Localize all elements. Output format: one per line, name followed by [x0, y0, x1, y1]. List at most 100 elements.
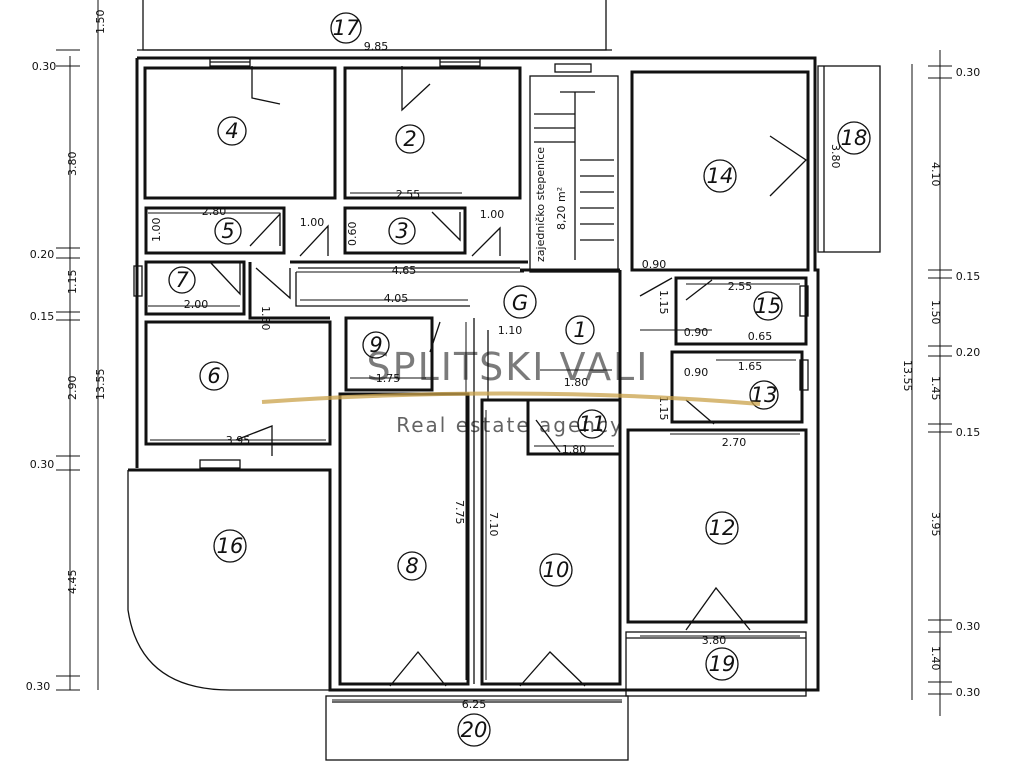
- room-20-label: 20: [461, 718, 488, 742]
- windows: [133, 57, 809, 469]
- dim-13-width: 1.65: [738, 360, 763, 373]
- dim-15-a: 0.90: [684, 326, 709, 339]
- dim-1-top: 1.10: [498, 324, 523, 337]
- dim-17-width: 9.85: [364, 40, 389, 53]
- room-5: 5: [214, 217, 242, 245]
- dim-15-width: 2.55: [728, 280, 753, 293]
- room-14-label: 14: [707, 164, 734, 188]
- dim-9-width: 1.75: [376, 372, 401, 385]
- left-dim-seg-4: 0.15: [30, 310, 55, 323]
- stairs-label: zajedničko stepenice: [534, 147, 547, 262]
- right-dim-seg-3: 1.50: [929, 300, 942, 325]
- dim-door-1: 1.00: [300, 216, 325, 229]
- room-10: 10: [539, 553, 573, 587]
- left-dim-seg-0: 0.30: [32, 60, 57, 73]
- room-labels: 17 4 2 14 18 5 3 7 G 1 15 9 6 13 11 12 1…: [168, 12, 871, 747]
- dim-14-gap: 0.90: [642, 258, 667, 271]
- room-11: 11: [577, 409, 607, 439]
- left-dim-seg-2: 0.20: [30, 248, 55, 261]
- room-5-label: 5: [221, 219, 234, 243]
- dim-4-width: 2.80: [202, 205, 227, 218]
- right-dim-seg-6: 0.15: [956, 426, 981, 439]
- right-dim-seg-9: 1.40: [929, 646, 942, 671]
- room-16-label: 16: [217, 534, 244, 558]
- room-6-label: 6: [207, 364, 220, 388]
- room-2: 2: [395, 124, 425, 154]
- dim-13-height: 1.15: [657, 396, 670, 421]
- room-12: 12: [705, 511, 739, 545]
- left-dim-seg-6: 0.30: [30, 458, 55, 471]
- room-9-label: 9: [369, 333, 382, 357]
- right-dim-seg-8: 0.30: [956, 620, 981, 633]
- left-dim-seg-5: 2.90: [66, 376, 79, 401]
- left-dim-total: 13.55: [94, 369, 107, 401]
- room-11-label: 11: [579, 412, 606, 436]
- room-6: 6: [199, 361, 229, 391]
- watermark-tagline: Real estate agency: [396, 413, 624, 437]
- balcony-20: [325, 695, 629, 761]
- dim-7-height: 1.30: [259, 306, 272, 331]
- room-19-label: 19: [709, 652, 736, 676]
- room-14: 14: [703, 159, 737, 193]
- room-16: 16: [213, 529, 247, 563]
- room-17-label: 17: [333, 16, 360, 40]
- left-dim-seg-3: 1.15: [66, 270, 79, 295]
- dim-15-height: 1.15: [657, 290, 670, 315]
- room-15-label: 15: [755, 294, 782, 318]
- room-15: 15: [753, 291, 783, 321]
- dim-15-b: 0.65: [748, 330, 773, 343]
- room-G: G: [503, 285, 537, 319]
- dim-2-width: 2.55: [396, 188, 421, 201]
- left-dim-seg-1: 3.80: [66, 152, 79, 177]
- right-dimension-chain: 13.55 0.30 4.10 0.15 1.50 0.20 1.45 0.15…: [901, 50, 980, 716]
- dim-8-length: 7.75: [453, 500, 466, 525]
- dim-hall: 4.05: [384, 292, 409, 305]
- room-20: 20: [457, 713, 491, 747]
- interior-walls: [143, 66, 810, 686]
- dim-19-width: 3.80: [702, 634, 727, 647]
- room-17: 17: [330, 12, 362, 44]
- dim-13-a: 0.90: [684, 366, 709, 379]
- dim-door-2: 1.00: [480, 208, 505, 221]
- right-dim-seg-7: 3.95: [929, 512, 942, 537]
- room-8: 8: [397, 551, 427, 581]
- terrace-16: [127, 470, 330, 691]
- left-dim-seg-8: 0.30: [26, 680, 51, 693]
- room-18: 18: [837, 121, 871, 155]
- right-dim-seg-4: 0.20: [956, 346, 981, 359]
- left-dimension-chain: 1.50 13.55 0.30 3.80 0.20 1.15 0.15 2.90…: [26, 0, 107, 693]
- right-dim-seg-2: 0.15: [956, 270, 981, 283]
- room-3-label: 3: [395, 219, 408, 243]
- dim-6-width: 3.95: [226, 434, 251, 447]
- dim-5-height: 1.00: [150, 218, 163, 243]
- watermark: SPLITSKI VALI Real estate agency: [261, 345, 761, 437]
- room-G-label: G: [512, 291, 528, 315]
- right-dim-total: 13.55: [901, 360, 914, 392]
- right-dim-seg-1: 4.10: [929, 162, 942, 187]
- room-2-label: 2: [403, 127, 416, 151]
- room-19: 19: [705, 647, 739, 681]
- watermark-brand: SPLITSKI VALI: [367, 345, 650, 389]
- dim-11-width: 1.80: [562, 443, 587, 456]
- right-dim-seg-0: 0.30: [956, 66, 981, 79]
- dim-3-height: 0.60: [346, 222, 359, 247]
- room-9: 9: [362, 331, 390, 359]
- room-10-label: 10: [543, 558, 570, 582]
- left-dim-top: 1.50: [94, 10, 107, 35]
- balcony-18: [817, 65, 881, 253]
- dim-12-width: 2.70: [722, 436, 747, 449]
- room-18-label: 18: [841, 126, 868, 150]
- staircase: zajedničko stepenice 8,20 m²: [534, 91, 614, 262]
- outer-walls: [128, 56, 820, 692]
- room-7-label: 7: [175, 268, 189, 292]
- balcony-19: [625, 631, 807, 697]
- room-8-label: 8: [405, 554, 418, 578]
- dim-7-width: 2.00: [184, 298, 209, 311]
- room-3: 3: [388, 217, 416, 245]
- dim-1-bottom: 1.80: [564, 376, 589, 389]
- room-12-label: 12: [709, 516, 736, 540]
- doors: [209, 66, 808, 687]
- room-4-label: 4: [225, 119, 238, 143]
- room-1-label: 1: [573, 318, 586, 342]
